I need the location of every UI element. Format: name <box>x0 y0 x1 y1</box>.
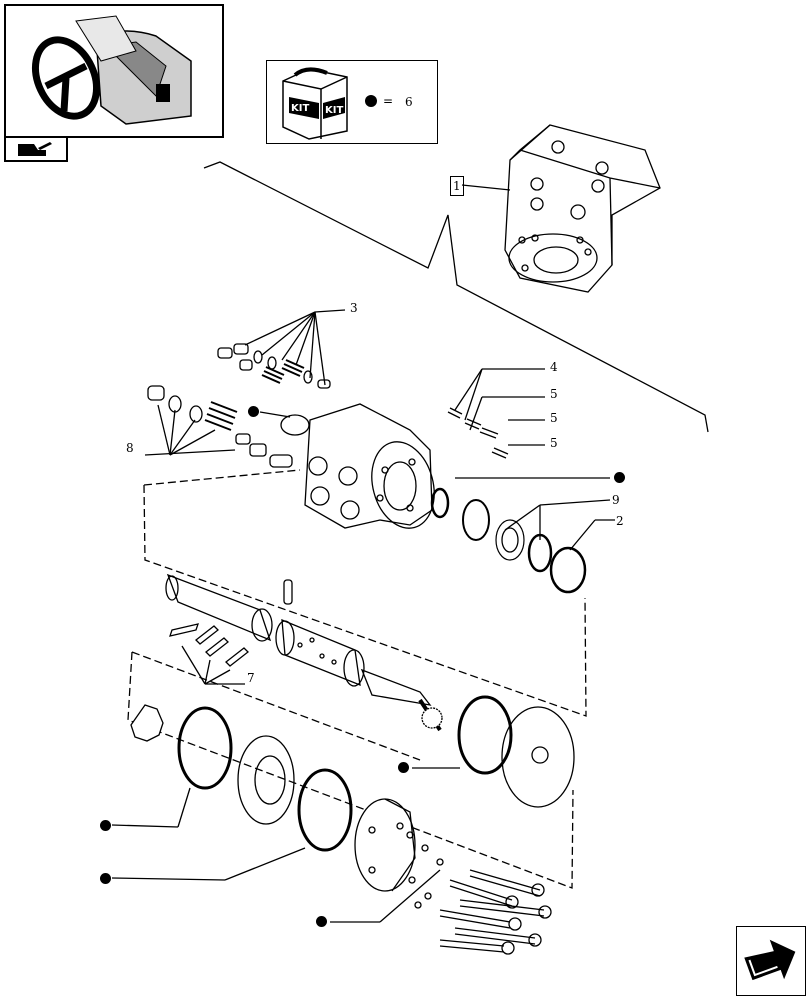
callout-5c: 5 <box>550 436 558 450</box>
bolts <box>406 831 552 955</box>
gear-rotor <box>130 704 164 742</box>
kit-bullet-icon <box>100 820 111 831</box>
valve-parts-bottom <box>147 385 293 468</box>
reference-box: 1 <box>450 176 464 196</box>
kit-bullet-icon <box>398 762 409 773</box>
spool-sleeve <box>165 573 442 732</box>
kit-bullet-icon <box>100 873 111 884</box>
callout-8: 8 <box>126 441 134 455</box>
kit-bullet-icon <box>614 472 625 483</box>
steering-unit-housing <box>504 124 661 293</box>
kit-label-right: KIT <box>325 105 344 116</box>
centering-springs <box>169 623 249 685</box>
callout-2: 2 <box>616 514 624 528</box>
main-housing <box>280 403 435 529</box>
callout-4: 4 <box>550 360 558 374</box>
callout-3-leaders <box>244 309 346 386</box>
callout-4-5-leaders <box>454 368 545 446</box>
kit-box-icon <box>282 67 348 140</box>
kit-legend-value: 6 <box>405 95 413 109</box>
steering-thumbnail-frame <box>4 4 224 138</box>
next-page-arrow-icon <box>744 939 796 981</box>
next-page-button[interactable] <box>736 926 806 996</box>
kit-legend-box: KIT KIT = 6 <box>266 60 438 144</box>
pins <box>447 407 509 459</box>
callout-5b: 5 <box>550 411 558 425</box>
callout-5a: 5 <box>550 387 558 401</box>
kit-bullet-icon <box>365 95 377 107</box>
kit-legend-equals: = <box>383 94 394 108</box>
reference-number: 1 <box>453 179 461 193</box>
kit-bullet-icon <box>316 916 327 927</box>
section-tab[interactable] <box>4 138 68 162</box>
kit-label-left: KIT <box>291 103 310 114</box>
tractor-section-icon <box>18 142 52 156</box>
callout-8-leaders <box>144 404 236 456</box>
valve-parts-top <box>217 343 331 389</box>
callout-9: 9 <box>612 493 620 507</box>
kit-bullet-icon <box>248 406 259 417</box>
end-cap <box>354 798 416 892</box>
callout-3: 3 <box>350 301 358 315</box>
callout-7: 7 <box>247 671 255 685</box>
steering-wheel-icon <box>32 15 192 125</box>
